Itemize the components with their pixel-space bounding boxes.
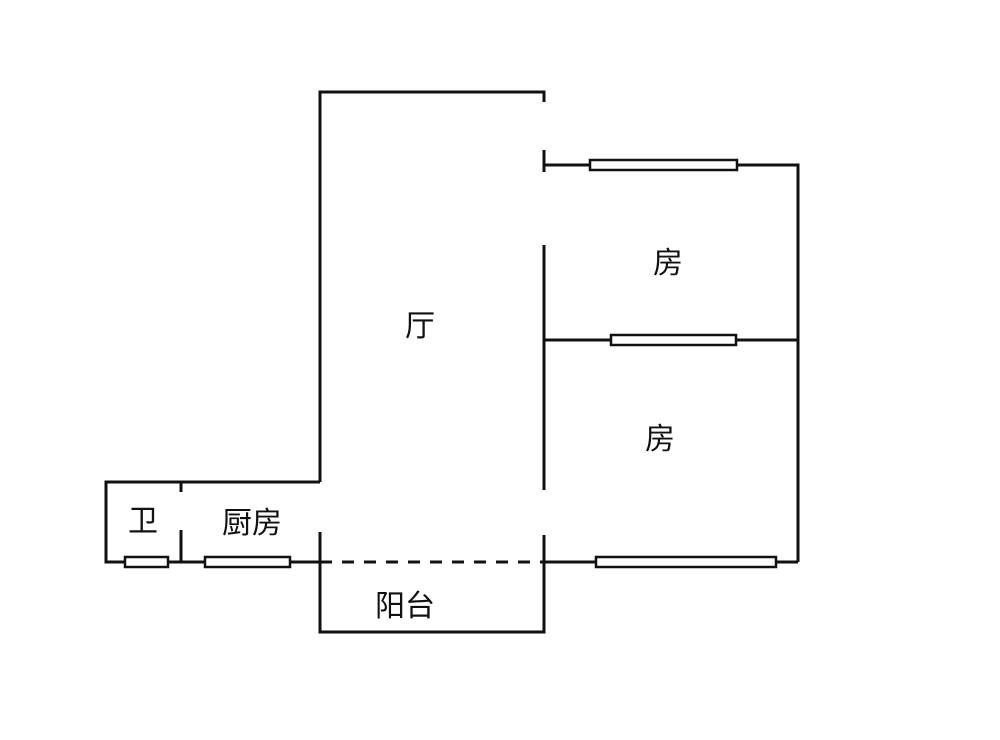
walls — [104, 90, 800, 634]
living-room-walls — [318, 90, 546, 482]
label-living-room: 厅 — [405, 309, 435, 344]
label-balcony: 阳台 — [375, 589, 435, 624]
window-bathroom — [123, 555, 170, 569]
balcony-walls — [318, 532, 546, 634]
label-bedroom-1: 房 — [653, 246, 683, 281]
label-bedroom-2: 房 — [645, 422, 675, 457]
label-bathroom: 卫 — [128, 504, 158, 539]
bedroom-top-wall — [544, 163, 800, 562]
window-kitchen — [203, 555, 292, 569]
room-labels: 厅 房 房 卫 厨房 阳台 — [128, 246, 683, 624]
window-bedroom-2-bottom — [594, 555, 778, 569]
windows — [123, 158, 778, 569]
label-kitchen: 厨房 — [222, 506, 282, 541]
window-bedroom-divider — [609, 333, 738, 347]
window-bedroom-1-top — [588, 158, 739, 172]
